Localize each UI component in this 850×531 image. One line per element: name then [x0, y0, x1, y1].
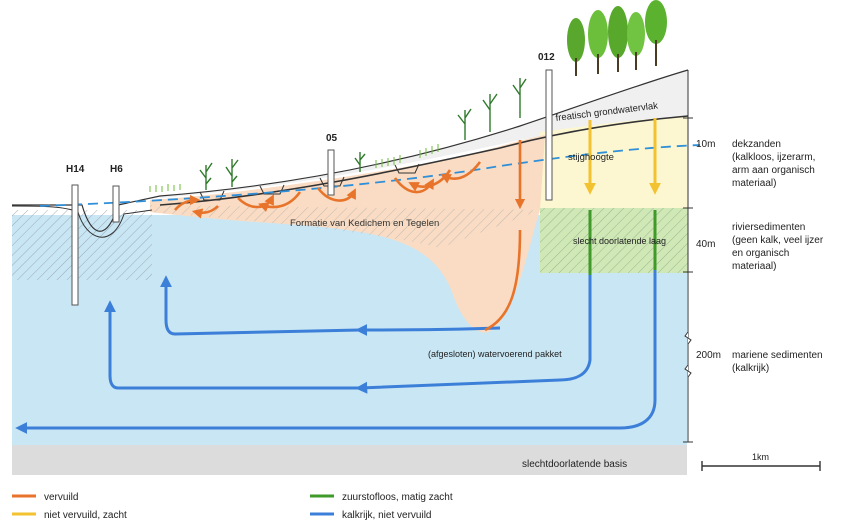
depth-label-10m: 10m: [696, 139, 715, 150]
ground-surface: [12, 69, 689, 232]
orange-flow-arrows: [174, 140, 526, 332]
well-label-012: 012: [538, 52, 555, 63]
legend-label-kalkrijk: kalkrijk, niet vervuild: [342, 510, 431, 521]
blue-flow-arrows: [15, 270, 657, 434]
well-label-05: 05: [326, 133, 338, 144]
depth-label-200m: 200m: [696, 350, 721, 361]
legend-label-zuurstofloos: zuurstofloos, matig zacht: [342, 492, 453, 503]
formation-label: Formatie van Kedichem en Tegelen: [290, 218, 439, 229]
depth-label-40m: 40m: [696, 239, 715, 250]
layer-desc-mariene: mariene sedimenten (kalkrijk): [732, 350, 825, 374]
layer-desc-rivier: riviersedimenten (geen kalk, veel ijzer …: [732, 222, 826, 272]
kedichem-formation: [150, 135, 545, 333]
impermeable-base: [12, 445, 687, 475]
scale-bar: [701, 461, 821, 471]
piezometric-level-line: [39, 144, 701, 207]
legend-label-niet-vervuild: niet vervuild, zacht: [44, 510, 127, 521]
well-label-h6: H6: [110, 164, 123, 175]
layer-desc-dekzanden: dekzanden (kalkloos, ijzerarm, arm aan o…: [732, 139, 818, 189]
well-label-h14: H14: [66, 164, 85, 175]
legend-label-vervuild: vervuild: [44, 492, 78, 503]
scale-label: 1km: [752, 452, 769, 462]
legend-swatches: [12, 494, 334, 516]
trees: [567, 0, 667, 76]
depth-axis: [683, 70, 693, 443]
poor-layer-label: slecht doorlatende laag: [573, 236, 666, 246]
dekzanden-layer: [540, 116, 688, 208]
wells: [71, 69, 553, 306]
green-flow-arrows: [588, 210, 657, 275]
left-hatched-layer: [12, 210, 152, 280]
base-label: slechtdoorlatende basis: [522, 459, 627, 470]
aquifer-label: (afgesloten) watervoerend pakket: [428, 349, 562, 359]
stijghoogte-label: stijghoogte: [568, 152, 614, 163]
reed-vegetation: [199, 78, 527, 190]
yellow-flow-arrows: [584, 118, 661, 195]
grass-tufts: [149, 144, 439, 192]
